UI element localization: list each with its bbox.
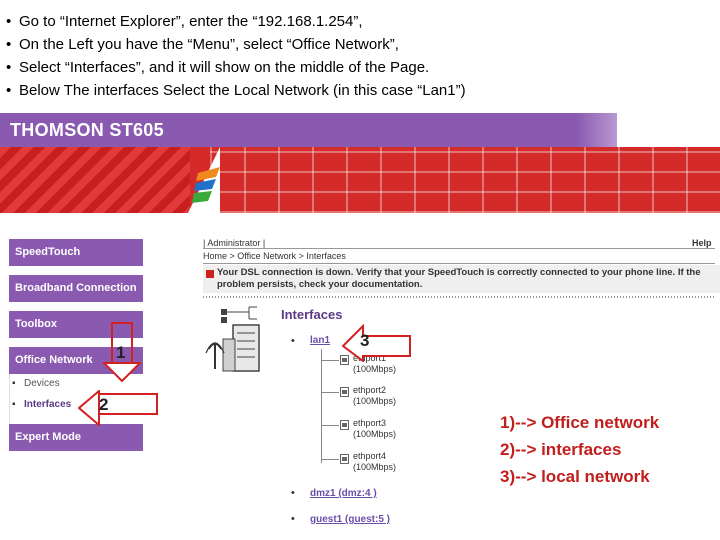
- divider: [203, 248, 715, 249]
- help-link[interactable]: Help: [692, 238, 712, 248]
- network-icon: [205, 306, 260, 372]
- instruction-list: Go to “Internet Explorer”, enter the “19…: [6, 10, 716, 102]
- instruction-item: On the Left you have the “Menu”, select …: [6, 33, 716, 56]
- tree-branch: [321, 459, 339, 460]
- step-2-number: 2: [99, 395, 109, 414]
- submenu-item-devices[interactable]: ▪Devices: [12, 378, 60, 389]
- lan1-link[interactable]: lan1: [310, 335, 331, 346]
- sidebar-item-broadband-connection[interactable]: Broadband Connection: [9, 275, 143, 302]
- bullet: •: [291, 487, 295, 499]
- header-fade: [577, 113, 617, 147]
- submenu-item-interfaces[interactable]: ▪Interfaces: [12, 399, 72, 410]
- router-title: THOMSON ST605: [10, 120, 164, 140]
- step-1-arrow-icon: [103, 362, 141, 382]
- alert-message: Your DSL connection is down. Verify that…: [217, 267, 701, 290]
- port-icon: [340, 420, 349, 430]
- banner-pattern-right: [210, 147, 720, 213]
- sidebar-item-speedtouch[interactable]: SpeedTouch: [9, 239, 143, 266]
- port-label: ethport4(100Mbps): [353, 451, 397, 472]
- divider: [203, 263, 715, 264]
- office-network-submenu: [9, 374, 143, 424]
- step-3-arrow-icon: [342, 323, 411, 362]
- step-2-arrow-icon: [78, 390, 100, 426]
- submenu-label: Devices: [24, 378, 60, 389]
- sidebar-item-toolbox[interactable]: Toolbox: [9, 311, 143, 338]
- warning-icon: [206, 270, 214, 278]
- router-header: THOMSON ST605: [0, 113, 617, 147]
- banner: [0, 147, 720, 213]
- sidebar-item-expert-mode[interactable]: Expert Mode: [9, 424, 143, 451]
- port-icon: [340, 387, 349, 397]
- instruction-item: Below The interfaces Select the Local Ne…: [6, 79, 716, 102]
- tree-branch: [321, 392, 339, 393]
- banner-pattern-left: [0, 147, 190, 213]
- step-legend: 1)--> Office network 2)--> interfaces 3)…: [500, 409, 659, 490]
- alert-box: Your DSL connection is down. Verify that…: [203, 265, 720, 293]
- port-icon: [340, 454, 349, 464]
- instruction-item: Go to “Internet Explorer”, enter the “19…: [6, 10, 716, 33]
- step-3-number: 3: [360, 331, 370, 350]
- tree-trunk: [321, 349, 322, 463]
- instruction-item: Select “Interfaces”, and it will show on…: [6, 56, 716, 79]
- interfaces-title: Interfaces: [281, 307, 343, 322]
- step-1-number: 1: [116, 343, 126, 362]
- speedtouch-logo-icon: [188, 147, 220, 213]
- legend-item: 1)--> Office network: [500, 413, 660, 432]
- port-icon: [340, 355, 349, 365]
- dotted-divider: [203, 296, 715, 298]
- submenu-label: Interfaces: [24, 399, 72, 410]
- tree-branch: [321, 425, 339, 426]
- legend-item: 3)--> local network: [500, 467, 650, 486]
- port-label: ethport3(100Mbps): [353, 418, 397, 439]
- bullet: •: [291, 335, 295, 347]
- port-label: ethport2(100Mbps): [353, 385, 397, 406]
- breadcrumb: Home > Office Network > Interfaces: [203, 251, 346, 261]
- tree-branch: [321, 360, 339, 361]
- dmz1-link[interactable]: dmz1 (dmz:4 ): [310, 488, 377, 499]
- port-label: ethport1(100Mbps): [353, 353, 397, 374]
- step-2-marker: [98, 393, 158, 415]
- bullet: •: [291, 513, 295, 525]
- admin-label: | Administrator |: [203, 238, 266, 248]
- guest1-link[interactable]: guest1 (guest:5 ): [310, 514, 391, 525]
- legend-item: 2)--> interfaces: [500, 440, 622, 459]
